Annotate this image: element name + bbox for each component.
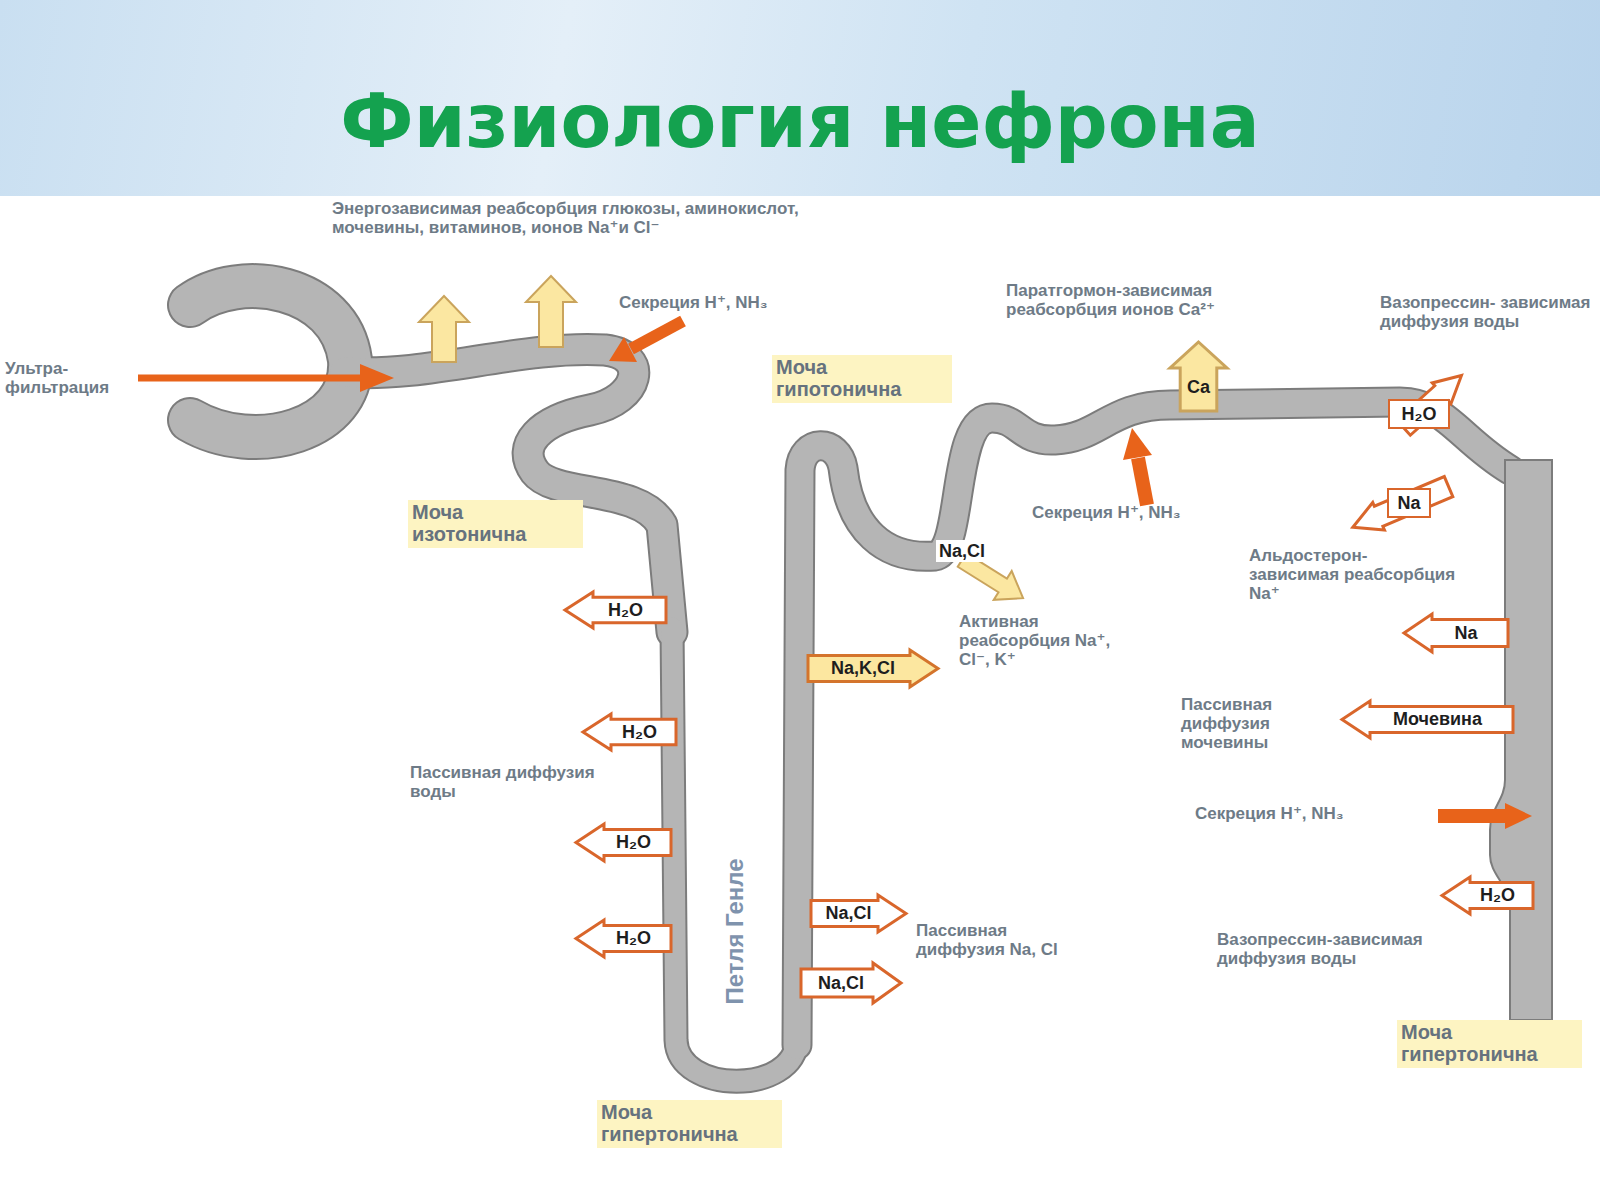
tag-text: Моча гипертонична: [1401, 1021, 1576, 1066]
arrow-label: H₂O: [589, 590, 662, 630]
transport-arrow: Ca: [1168, 340, 1229, 413]
bowman-capsule: [190, 286, 350, 437]
annotation: Пассивная диффузия воды: [410, 763, 640, 801]
transport-arrow: H₂O: [574, 918, 673, 959]
urine-state-tag: Моча изотонична: [408, 500, 583, 548]
transport-arrow: H₂O: [574, 822, 673, 863]
transport-arrow: Мочевина: [1340, 699, 1515, 740]
annotation: Паратгормон-зависимая реабсорбция ионов …: [1006, 281, 1326, 319]
descending-limb-outline: [672, 628, 797, 1081]
descending-limb: [672, 628, 797, 1081]
secretion-arrow: [1138, 458, 1147, 505]
transport-arrow: H₂O: [563, 590, 668, 630]
transport-arrow: H₂O: [1388, 355, 1480, 443]
arrow-label: Мочевина: [1366, 699, 1509, 740]
arrow-group: [1347, 473, 1454, 541]
arrow-head: [1505, 803, 1532, 829]
annotation: Альдостерон- зависимая реабсорбция Na⁺: [1249, 546, 1459, 603]
collecting-duct: [1490, 460, 1552, 1020]
annotation: Вазопрессин-зависимая диффузия воды: [1217, 930, 1507, 968]
proximal-tubule-outline: [345, 349, 672, 632]
arrow-label: H₂O: [600, 918, 667, 959]
tag-text: Моча гипертонична: [601, 1101, 776, 1146]
arrow-label: Na,Cl: [815, 893, 882, 934]
urine-state-tag: Моча гипертонична: [1397, 1020, 1582, 1068]
bowman-capsule-outline: [190, 286, 350, 437]
transport-arrow: Na,Cl: [809, 893, 908, 934]
annotation: Пассивная диффузия мочевины: [1181, 695, 1331, 752]
distal-tubule: [797, 402, 1510, 1045]
transport-arrow: Na: [1402, 612, 1510, 654]
transport-arrow: Na: [1345, 478, 1463, 536]
annotation: Ультра- фильтрация: [5, 359, 125, 397]
arrow-label: H₂O: [1388, 399, 1450, 429]
arrow-head: [1123, 428, 1152, 460]
arrow-label: Ca: [1168, 366, 1229, 409]
urine-state-tag: Моча гипотонична: [772, 355, 952, 403]
arrow-label: Na,Cl: [805, 961, 877, 1005]
arrow-head: [360, 364, 394, 392]
annotation: Секреция H⁺, NH₃: [1195, 804, 1415, 823]
annotation: Вазопрессин- зависимая диффузия воды: [1380, 293, 1595, 331]
annotation: Пассивная диффузия Na, Cl: [916, 921, 1066, 959]
annotation: Секреция H⁺, NH₃: [619, 293, 839, 312]
arrow-label: H₂O: [607, 712, 672, 752]
annotation: Na,Cl: [936, 540, 988, 562]
diagram-title: Физиология нефрона: [0, 78, 1600, 164]
arrow-label: Na: [1428, 612, 1504, 654]
transport-arrow: Na,K,Cl: [806, 648, 940, 689]
annotation: Секреция H⁺, NH₃: [1032, 503, 1252, 522]
reabsorption-arrow: [526, 276, 576, 347]
reabsorption-arrow: [419, 296, 469, 362]
tag-text: Моча изотонична: [412, 501, 577, 546]
ultrafiltration-arrow: [138, 375, 362, 382]
arrow-shape: [1170, 342, 1227, 411]
arrow-head: [609, 337, 637, 362]
loop-name: Петля Генле: [722, 846, 749, 1016]
arrow-label: Na: [1387, 488, 1431, 518]
arrow-label: H₂O: [1466, 875, 1529, 916]
secretion-arrow: [1438, 809, 1506, 823]
urine-state-tag: Моча гипертонична: [597, 1100, 782, 1148]
transport-arrow: H₂O: [1440, 875, 1535, 916]
annotation: Активная реабсорбция Na⁺, Cl⁻, K⁺: [959, 612, 1124, 669]
distal-tubule-outline: [797, 402, 1510, 1045]
proximal-tubule: [345, 349, 672, 632]
arrow-outline: [1168, 340, 1229, 413]
arrow-label: Na,K,Cl: [812, 648, 914, 689]
secretion-arrow: [631, 321, 683, 349]
annotation: Энергозависимая реабсорбция глюкозы, ами…: [332, 199, 802, 237]
arrow-label: H₂O: [600, 822, 667, 863]
transport-arrow: H₂O: [581, 712, 678, 752]
arrow-shape: [1347, 473, 1454, 541]
tag-text: Моча гипотонична: [776, 356, 946, 401]
transport-arrow: Na,Cl: [799, 961, 903, 1005]
